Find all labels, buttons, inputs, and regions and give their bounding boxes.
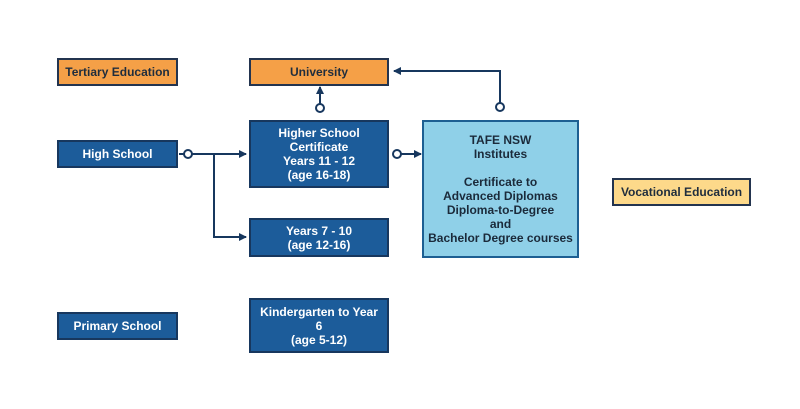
tafe-box: TAFE NSW Institutes Certificate to Advan… (422, 120, 579, 258)
university-box: University (249, 58, 389, 86)
kindergarten-box: Kindergarten to Year 6 (age 5-12) (249, 298, 389, 353)
tafe-to-university-connector (393, 67, 505, 112)
years-7-10-box: Years 7 - 10 (age 12-16) (249, 218, 389, 257)
tertiary-education-label: Tertiary Education (57, 58, 178, 86)
primary-school-text: Primary School (73, 319, 162, 333)
years-7-10-text: Years 7 - 10 (age 12-16) (285, 223, 353, 252)
tertiary-education-text: Tertiary Education (65, 65, 170, 79)
hsc-to-tafe-connector (392, 149, 422, 159)
tafe-text: TAFE NSW Institutes Certificate to Advan… (428, 133, 573, 245)
vocational-education-text: Vocational Education (620, 185, 743, 199)
high-school-text: High School (82, 147, 153, 161)
kindergarten-text: Kindergarten to Year 6 (age 5-12) (260, 304, 378, 347)
primary-school-label: Primary School (57, 312, 178, 340)
hsc-text: Higher School Certificate Years 11 - 12 … (278, 126, 360, 182)
hsc-box: Higher School Certificate Years 11 - 12 … (249, 120, 389, 188)
high-school-label: High School (57, 140, 178, 168)
high-school-connector (179, 149, 247, 241)
hsc-to-university-connector (315, 86, 325, 113)
vocational-education-label: Vocational Education (612, 178, 751, 206)
university-text: University (289, 65, 349, 79)
